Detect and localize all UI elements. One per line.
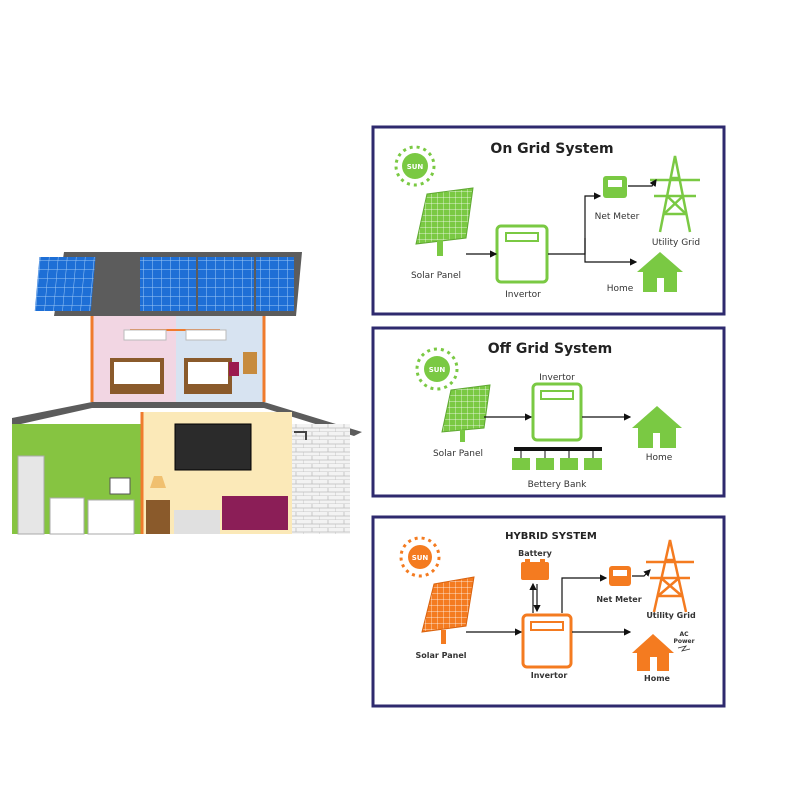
solar-panel-2 (140, 257, 196, 311)
inverter-icon (495, 224, 549, 284)
air-conditioner-right (185, 329, 227, 341)
solar-panel-label: Solar Panel (415, 651, 466, 660)
utility-grid-icon (650, 155, 700, 233)
solar-panel-icon (415, 187, 474, 256)
dresser (243, 352, 257, 374)
solar-panel-icon (421, 576, 475, 644)
inverter-label: Invertor (531, 671, 568, 680)
stove (49, 497, 85, 535)
arrow-inverter-to-home (584, 238, 638, 266)
sun-label: SUN (429, 366, 446, 374)
utility-grid-label: Utility Grid (646, 611, 696, 620)
solar-panel-label: Solar Panel (433, 449, 483, 459)
lower-roof (12, 402, 362, 436)
inverter-icon (531, 382, 583, 442)
inverter-label: Invertor (505, 290, 541, 300)
on-grid-panel: On Grid System SUN Solar Panel Invertor … (371, 125, 726, 316)
home-label: Home (644, 674, 671, 683)
arrow-meter-to-grid (632, 569, 651, 577)
home-label: Home (607, 284, 634, 294)
ac-power-line1: AC (679, 631, 689, 638)
inverter-icon (521, 613, 573, 669)
radiator (174, 510, 220, 534)
solar-panel-label: Solar Panel (411, 271, 461, 281)
sun-label: SUN (412, 554, 429, 562)
sun-label: SUN (407, 163, 424, 171)
hybrid-title: HYBRID SYSTEM (505, 531, 597, 542)
battery-icon (521, 559, 549, 580)
inverter-label: Invertor (539, 373, 575, 383)
utility-grid-label: Utility Grid (652, 238, 700, 248)
television (174, 423, 252, 471)
air-conditioner-left (123, 329, 167, 341)
arrow-meter-to-grid (628, 179, 657, 187)
cabinet (87, 499, 135, 535)
arrow-inverter-to-meter (548, 192, 602, 255)
net-meter-icon (609, 566, 631, 586)
battery-bank-label: Bettery Bank (528, 480, 588, 490)
brick-wall (292, 424, 350, 534)
net-meter-label: Net Meter (595, 212, 640, 222)
side-table (146, 500, 170, 534)
battery-bank-icon (512, 447, 602, 470)
sun-icon: SUN (415, 347, 459, 391)
utility-grid-icon (646, 539, 694, 613)
solar-panel-3 (198, 257, 254, 311)
arrow-inverter-to-meter (561, 574, 608, 613)
solar-panel-icon (441, 384, 491, 442)
ac-power-label: AC Power (673, 631, 695, 652)
refrigerator (17, 455, 45, 535)
net-meter-label: Net Meter (596, 595, 641, 604)
solar-panel-4 (256, 257, 294, 311)
sun-icon: SUN (399, 536, 441, 578)
house-illustration (12, 252, 362, 535)
home-icon (632, 406, 682, 448)
battery-label: Battery (518, 549, 553, 558)
off-grid-title: Off Grid System (488, 341, 613, 357)
sun-icon: SUN (394, 145, 436, 187)
ac-power-line2: Power (673, 638, 694, 645)
microwave (109, 477, 131, 495)
home-icon (632, 634, 674, 671)
solar-panel-1 (34, 257, 96, 311)
home-icon (637, 252, 683, 292)
on-grid-title: On Grid System (490, 141, 613, 157)
sofa (222, 496, 288, 530)
home-label: Home (646, 453, 673, 463)
off-grid-panel: Off Grid System SUN Solar Panel Invertor… (371, 326, 726, 498)
hybrid-panel: HYBRID SYSTEM SUN Battery Net Meter Util… (371, 515, 726, 708)
net-meter-icon (603, 176, 627, 198)
